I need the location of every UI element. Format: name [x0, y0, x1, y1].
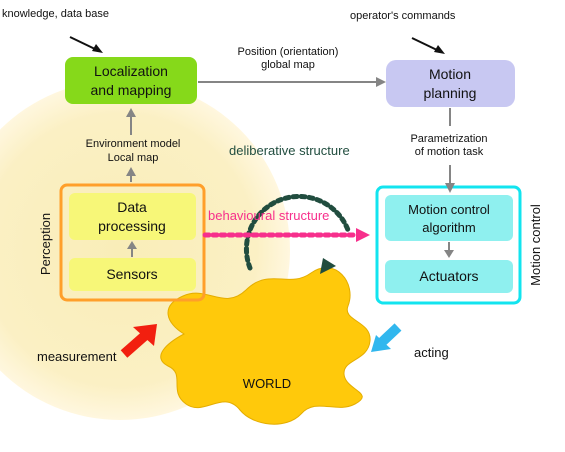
- measurement-arrowhead: [133, 324, 157, 346]
- parametrization-label-line1: Parametrization: [410, 133, 487, 145]
- deliberative-label: deliberative structure: [229, 143, 350, 158]
- motion-control-vertical-label: Motion control: [528, 204, 543, 286]
- actuators-arrowhead: [444, 250, 454, 258]
- operator-arrow-shaft: [411, 37, 438, 51]
- global-map-arrowhead: [376, 77, 386, 87]
- knowledge-label: knowledge, data base: [2, 8, 109, 20]
- acting-arrowhead: [371, 335, 391, 352]
- sensors-title: Sensors: [106, 266, 157, 282]
- behavioural-label: behavioural structure: [208, 208, 329, 223]
- position-label-line2: global map: [261, 59, 315, 71]
- world-shape: [160, 267, 371, 425]
- motion-control-algorithm-title-line2: algorithm: [422, 220, 475, 235]
- environment-label-line2: Local map: [108, 152, 159, 164]
- sensors-box: [69, 258, 196, 291]
- motion-planning-box: [386, 60, 515, 107]
- measurement-label: measurement: [37, 349, 117, 364]
- motion-control-algorithm-box: [385, 195, 513, 241]
- deliberative-loop: [243, 193, 351, 271]
- data-processing-arrowhead: [127, 241, 137, 249]
- environment-label-line1: Environment model: [86, 138, 181, 150]
- perception-vertical-label: Perception: [38, 213, 53, 275]
- world-label: WORLD: [243, 376, 291, 391]
- environment-model-arrowhead: [126, 167, 136, 176]
- data-processing-title-line2: processing: [98, 218, 166, 234]
- motion-control-algorithm-title-line1: Motion control: [408, 202, 490, 217]
- motion-planning-title-line1: Motion: [429, 66, 471, 82]
- localization-title-line2: and mapping: [91, 82, 172, 98]
- localization-title-line1: Localization: [94, 63, 168, 79]
- perception-frame: [59, 183, 206, 302]
- parametrization-label-line2: of motion task: [415, 146, 484, 158]
- position-label-line1: Position (orientation): [238, 46, 339, 58]
- actuators-title: Actuators: [419, 268, 478, 284]
- acting-arrow-shaft: [377, 323, 402, 347]
- behavioural-arrowhead: [356, 228, 370, 242]
- knowledge-arrow-shaft: [69, 36, 96, 50]
- data-processing-title-line1: Data: [117, 199, 147, 215]
- knowledge-arrowhead: [92, 44, 103, 53]
- actuators-box: [385, 260, 513, 293]
- motion-planning-title-line2: planning: [424, 85, 477, 101]
- data-processing-box: [69, 193, 196, 240]
- acting-label: acting: [414, 345, 449, 360]
- deliberative-loop-arrowhead: [320, 258, 336, 274]
- operator-arrowhead: [434, 45, 445, 54]
- localization-mapping-box: [65, 57, 197, 104]
- localization-arrowhead: [126, 108, 136, 117]
- motion-control-arrowhead: [445, 183, 455, 193]
- operator-label: operator's commands: [350, 10, 456, 22]
